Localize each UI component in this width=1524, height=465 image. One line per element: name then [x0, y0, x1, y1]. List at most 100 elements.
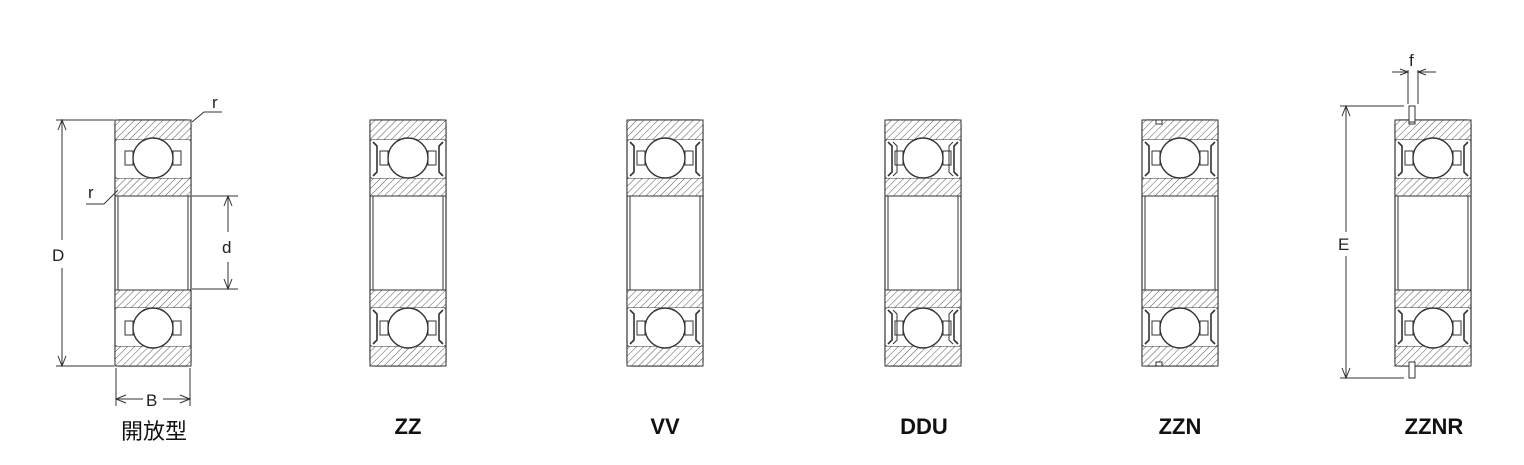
ball [644, 307, 686, 349]
seal-right [953, 141, 959, 177]
seal-right [1210, 309, 1216, 345]
outer-ring-section [626, 119, 704, 141]
ball [132, 307, 174, 349]
cage-right [942, 150, 952, 166]
seal-left [629, 141, 635, 177]
ball [1159, 307, 1201, 349]
seal-left [1397, 141, 1403, 177]
seal-right [695, 309, 701, 345]
outer-ring-section [369, 345, 447, 367]
dim-label-B: B [146, 391, 157, 410]
ball [1412, 137, 1454, 179]
seal-left [887, 141, 893, 177]
ball [902, 137, 944, 179]
cage-right [1452, 150, 1462, 166]
inner-ring-section [369, 177, 447, 197]
cage-right [1452, 320, 1462, 336]
dim-label-r-bottom: r [88, 183, 94, 202]
inner-ring-section [884, 289, 962, 309]
cage-left [1151, 150, 1161, 166]
outer-ring-section [114, 345, 192, 367]
cage-left [124, 320, 134, 336]
cage-left [124, 150, 134, 166]
cage-right [1199, 320, 1209, 336]
seal-right [953, 309, 959, 345]
inner-ring-section [1394, 177, 1472, 197]
outer-ring-section [369, 119, 447, 141]
outer-ring-section [1394, 345, 1472, 367]
dim-label-d: d [222, 238, 231, 257]
seal-left [1144, 309, 1150, 345]
snap-groove [1155, 119, 1163, 125]
inner-ring-section [114, 177, 192, 197]
caption-zz: ZZ [394, 414, 422, 439]
seal-left [372, 309, 378, 345]
seal-left [372, 141, 378, 177]
bearing-group [114, 105, 1472, 379]
dim-label-r-top: r [212, 93, 218, 112]
seal-right [1463, 141, 1469, 177]
ball [387, 137, 429, 179]
cage-left [379, 150, 389, 166]
bearing-shield [369, 119, 447, 367]
cage-left [636, 320, 646, 336]
dim-label-f: f [1409, 51, 1414, 70]
dim-label-D: D [52, 246, 64, 265]
seal-lip-right [948, 141, 954, 177]
bearing-double-contact [884, 119, 962, 367]
seal-lip-right [948, 309, 954, 345]
cage-right [427, 320, 437, 336]
cage-right [684, 320, 694, 336]
ball [387, 307, 429, 349]
bearing-shield-snap-ring [1394, 105, 1472, 379]
inner-ring-section [884, 177, 962, 197]
outer-ring-section [884, 119, 962, 141]
seal-right [438, 309, 444, 345]
inner-ring-section [369, 289, 447, 309]
ball [1412, 307, 1454, 349]
caption-ddu: DDU [900, 414, 948, 439]
ball [644, 137, 686, 179]
cage-left [1404, 320, 1414, 336]
dim-label-E: E [1338, 235, 1349, 254]
caption-zznr: ZZNR [1404, 414, 1464, 439]
outer-ring-section [1141, 345, 1219, 367]
caption-open: 開放型 [120, 420, 187, 445]
cage-left [1151, 320, 1161, 336]
bearing-contact [626, 119, 704, 367]
dimension-annotations [56, 68, 1436, 406]
cage-right [172, 150, 182, 166]
cage-right [942, 320, 952, 336]
dimension-labels: D d B r r E f [52, 51, 1414, 410]
cage-right [1199, 150, 1209, 166]
seal-right [1463, 309, 1469, 345]
seal-right [1210, 141, 1216, 177]
seal-right [438, 141, 444, 177]
caption-zzn: ZZN [1158, 414, 1202, 439]
inner-ring-section [114, 289, 192, 309]
ball [1159, 137, 1201, 179]
cage-right [172, 320, 182, 336]
outer-ring-section [626, 345, 704, 367]
cage-right [427, 150, 437, 166]
outer-ring-section [1141, 119, 1219, 141]
cage-left [636, 150, 646, 166]
seal-left [887, 309, 893, 345]
seal-lip-left [892, 141, 898, 177]
cage-left [894, 320, 904, 336]
inner-ring-section [1141, 289, 1219, 309]
outer-ring-section [1394, 119, 1472, 141]
seal-lip-left [892, 309, 898, 345]
inner-ring-section [626, 289, 704, 309]
caption-vv: VV [650, 414, 680, 439]
seal-left [1144, 141, 1150, 177]
cage-left [894, 150, 904, 166]
inner-ring-section [626, 177, 704, 197]
snap-ring-top [1408, 105, 1416, 123]
bearing-shield-snap-groove [1141, 119, 1219, 367]
inner-ring-section [1394, 289, 1472, 309]
cage-right [684, 150, 694, 166]
cage-left [1404, 150, 1414, 166]
outer-ring-section [884, 345, 962, 367]
